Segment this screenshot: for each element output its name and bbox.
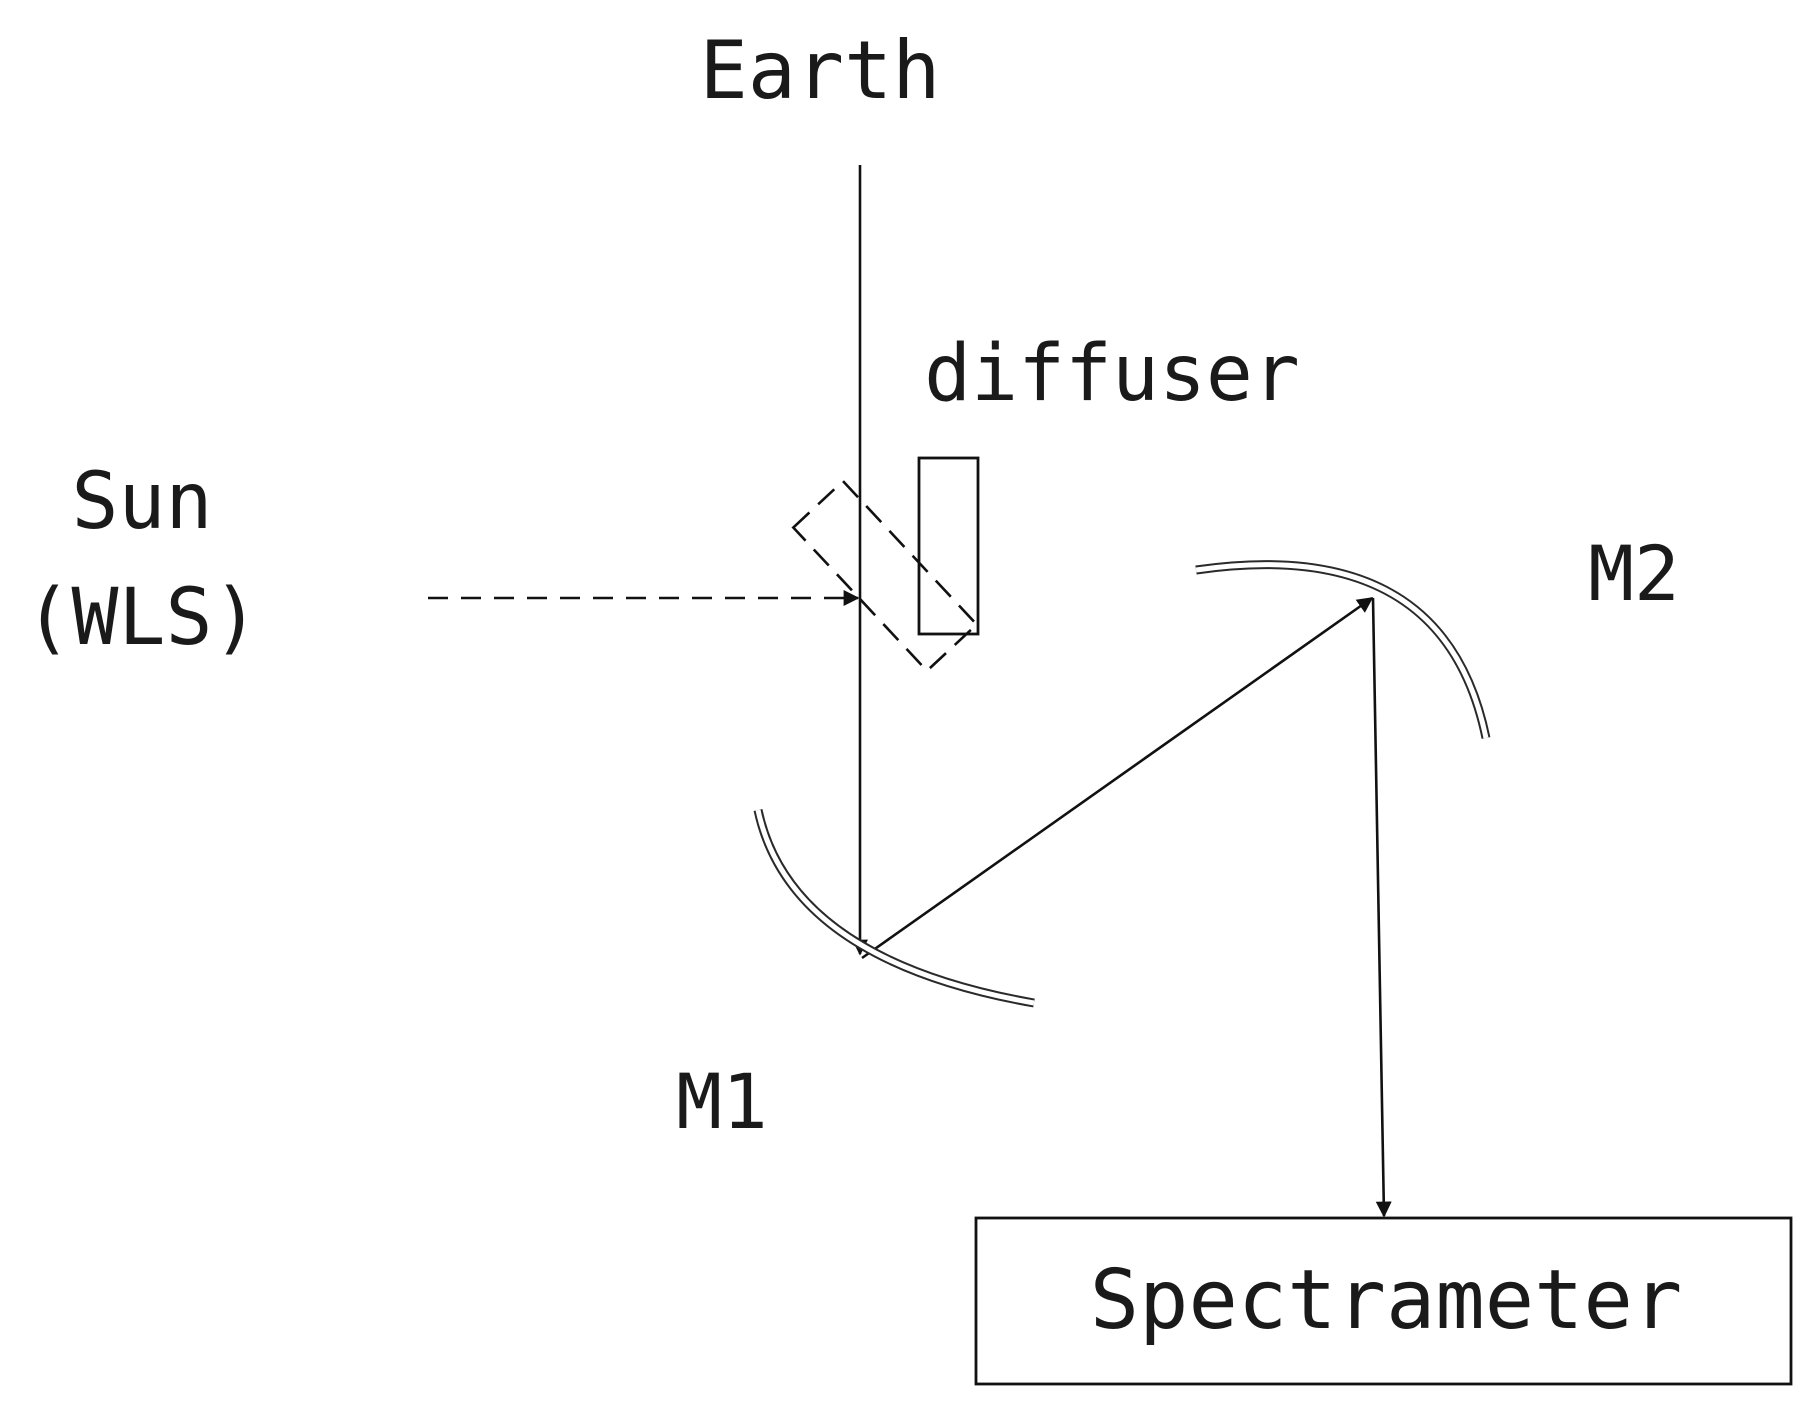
wls-label: (WLS): [25, 573, 260, 663]
spectrometer-box: [974, 1216, 1793, 1386]
mirror-m2: [1195, 560, 1491, 739]
m2-to-spectrometer-ray: [1371, 597, 1392, 1218]
m1-to-m2-ray: [861, 596, 1374, 960]
diffuser-rotated-outline: [791, 479, 979, 673]
earth-label: Earth: [700, 24, 941, 117]
spectrometer-label: Spectrameter: [1090, 1253, 1682, 1348]
diffuser-label: diffuser: [924, 329, 1300, 419]
m2-label: M2: [1588, 529, 1680, 618]
diffuser-box: [917, 456, 980, 636]
mirror-m1: [753, 809, 1035, 1008]
sun-label: Sun: [72, 457, 213, 547]
m1-label: M1: [676, 1057, 768, 1146]
